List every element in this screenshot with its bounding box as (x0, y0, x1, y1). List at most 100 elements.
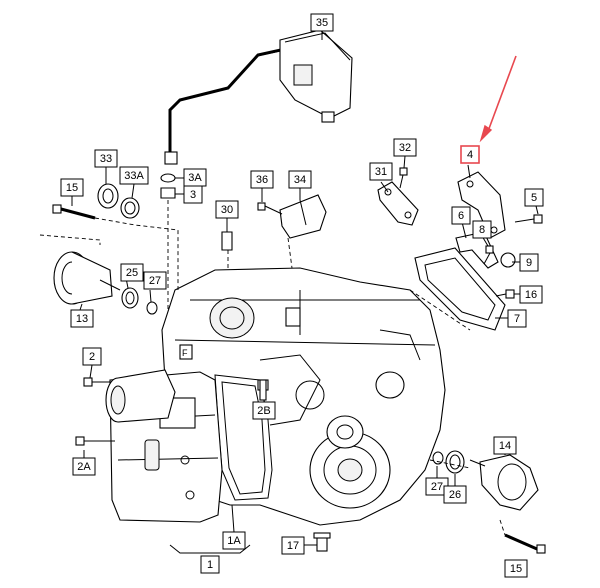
bolt-2 (83, 377, 110, 387)
label-32[interactable]: 32 (393, 138, 417, 157)
transmission-housing: F (161, 267, 446, 526)
label-35[interactable]: 35 (310, 13, 334, 32)
svg-text:2: 2 (89, 351, 95, 363)
cover-7 (414, 247, 506, 331)
svg-text:31: 31 (375, 166, 387, 178)
bracket-34 (279, 194, 327, 239)
seal-26 (445, 450, 465, 474)
flange-13 (53, 251, 121, 305)
svg-text:1A: 1A (227, 535, 241, 547)
seal-33A (120, 197, 140, 219)
label-34[interactable]: 34 (288, 170, 312, 189)
label-31[interactable]: 31 (369, 162, 393, 181)
circlip-27-right (432, 451, 444, 465)
svg-text:F: F (182, 348, 188, 358)
label-1A[interactable]: 1A (222, 531, 246, 550)
svg-text:16: 16 (525, 289, 537, 301)
label-8[interactable]: 8 (472, 220, 492, 239)
bolt-36 (257, 202, 283, 215)
label-14[interactable]: 14 (493, 436, 517, 455)
seal-25 (121, 287, 139, 309)
svg-text:15: 15 (510, 563, 522, 575)
svg-text:27: 27 (149, 275, 161, 287)
svg-text:7: 7 (514, 313, 520, 325)
control-unit-35 (279, 29, 353, 123)
label-26[interactable]: 26 (443, 485, 467, 504)
svg-text:34: 34 (294, 174, 306, 186)
label-27-right[interactable]: 27 (425, 477, 449, 496)
bolt-8 (483, 245, 494, 265)
leader-lines (39, 200, 506, 536)
svg-text:32: 32 (399, 142, 411, 154)
label-16[interactable]: 16 (519, 285, 543, 304)
part-labels: 35 33 33A 3A 3 15 36 34 (60, 13, 544, 578)
label-3A[interactable]: 3A (183, 168, 207, 187)
svg-text:6: 6 (458, 210, 464, 222)
svg-text:26: 26 (449, 489, 461, 501)
bolt-16 (495, 289, 515, 299)
svg-text:36: 36 (256, 174, 268, 186)
svg-text:33A: 33A (124, 170, 144, 182)
bolt-5 (514, 214, 543, 224)
bush-9 (500, 252, 516, 268)
svg-text:3A: 3A (188, 172, 202, 184)
svg-text:35: 35 (316, 17, 328, 29)
bolt-32 (399, 167, 408, 189)
svg-text:5: 5 (531, 192, 537, 204)
label-leaders (71, 30, 539, 546)
svg-text:4: 4 (467, 149, 473, 161)
svg-text:30: 30 (221, 204, 233, 216)
svg-text:8: 8 (479, 224, 485, 236)
bolt-15-top (52, 204, 96, 220)
svg-text:2A: 2A (77, 461, 91, 473)
svg-text:3: 3 (190, 189, 196, 201)
label-2[interactable]: 2 (82, 347, 102, 366)
svg-text:2B: 2B (257, 405, 270, 417)
label-25[interactable]: 25 (120, 263, 144, 282)
bracket-4 (457, 171, 506, 239)
label-33A[interactable]: 33A (119, 166, 149, 185)
svg-text:14: 14 (499, 440, 511, 452)
svg-text:27: 27 (431, 481, 443, 493)
label-33[interactable]: 33 (94, 149, 118, 168)
cap-3A (160, 173, 176, 183)
label-13[interactable]: 13 (70, 309, 94, 328)
label-15-top[interactable]: 15 (60, 178, 84, 197)
label-2B[interactable]: 2B (252, 401, 276, 420)
mechatronic-motor (105, 369, 176, 423)
label-6[interactable]: 6 (451, 206, 471, 225)
svg-text:17: 17 (287, 540, 299, 552)
svg-text:9: 9 (526, 257, 532, 269)
bolt-15-bottom (504, 533, 546, 554)
circlip-27-left (146, 301, 158, 315)
label-15-bottom[interactable]: 15 (504, 559, 528, 578)
svg-text:1: 1 (207, 559, 213, 571)
label-30[interactable]: 30 (215, 200, 239, 219)
label-36[interactable]: 36 (250, 170, 274, 189)
label-3[interactable]: 3 (183, 185, 203, 204)
label-9[interactable]: 9 (519, 253, 539, 272)
svg-text:33: 33 (100, 153, 112, 165)
label-2A[interactable]: 2A (72, 457, 96, 476)
clip-30 (221, 231, 233, 251)
svg-text:13: 13 (76, 313, 88, 325)
label-4[interactable]: 4 (460, 145, 480, 164)
pointer-arrow (479, 55, 517, 143)
plug-17 (313, 532, 331, 552)
label-17[interactable]: 17 (281, 536, 305, 555)
bolt-2B (259, 379, 267, 401)
label-27-left[interactable]: 27 (143, 271, 167, 290)
svg-text:15: 15 (66, 182, 78, 194)
cap-3 (160, 187, 176, 199)
breather-hose (164, 46, 291, 165)
label-7[interactable]: 7 (507, 309, 527, 328)
label-1[interactable]: 1 (200, 555, 220, 574)
svg-text:25: 25 (126, 267, 138, 279)
bolt-2A (75, 436, 115, 446)
seal-33 (97, 183, 119, 209)
label-5[interactable]: 5 (524, 188, 544, 207)
flange-14 (469, 454, 539, 511)
bracket-31 (377, 181, 419, 226)
